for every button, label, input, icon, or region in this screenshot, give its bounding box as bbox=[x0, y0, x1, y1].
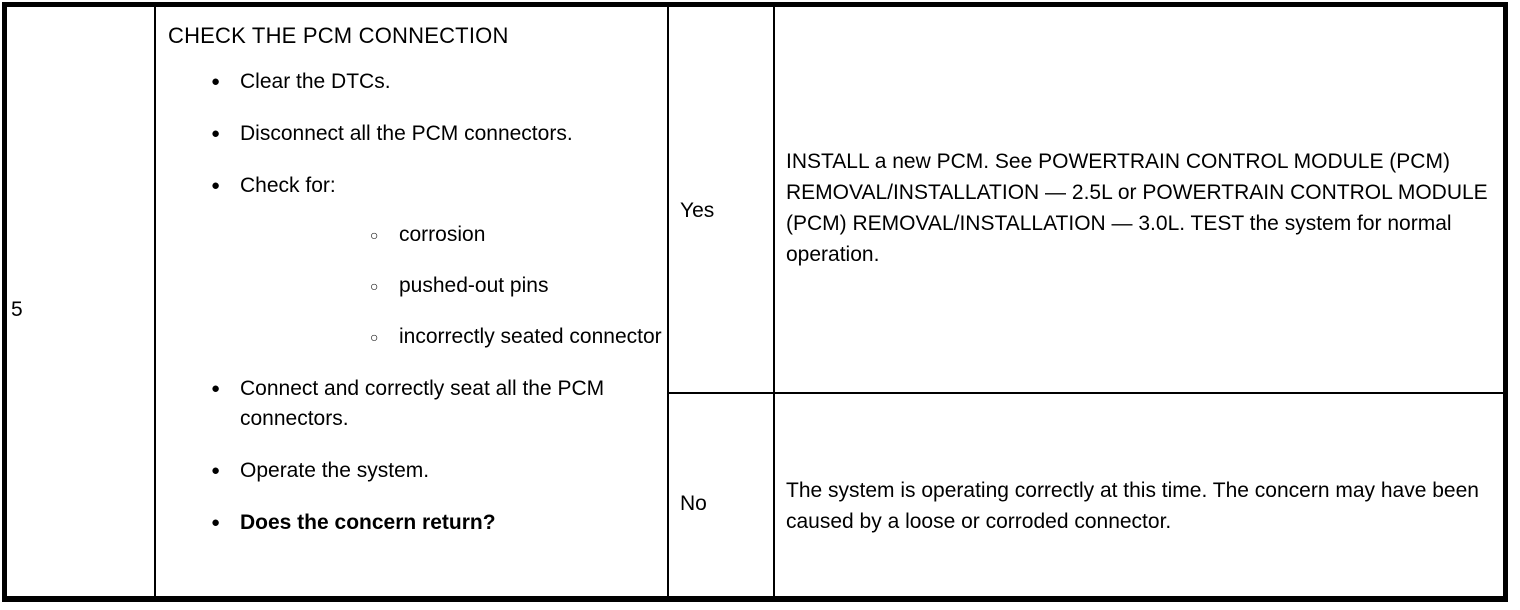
row-divider-yes-no bbox=[667, 392, 1508, 394]
answer-cell-no: No bbox=[669, 492, 773, 516]
procedure-step: ● Disconnect all the PCM connectors. bbox=[156, 119, 667, 149]
hollow-bullet-icon: ○ bbox=[370, 278, 379, 294]
check-for-item: ○ incorrectly seated connector bbox=[240, 323, 667, 351]
bullet-icon: ● bbox=[211, 380, 221, 397]
column-divider-answer bbox=[667, 7, 669, 596]
procedure-step-text: Operate the system. bbox=[240, 459, 430, 482]
procedure-step-text: Check for: bbox=[240, 174, 336, 197]
bullet-icon: ● bbox=[211, 177, 221, 194]
step-number-cell: 5 bbox=[7, 7, 154, 596]
bullet-icon: ● bbox=[211, 514, 221, 531]
check-for-item: ○ pushed-out pins bbox=[240, 272, 667, 300]
column-divider-result bbox=[773, 7, 775, 596]
check-for-item-text: incorrectly seated connector bbox=[399, 325, 662, 348]
procedure-step: ● Connect and correctly seat all the PCM… bbox=[156, 374, 667, 434]
procedure-step-text: Connect and correctly seat all the PCM c… bbox=[240, 377, 605, 430]
check-for-item: ○ corrosion bbox=[240, 221, 667, 249]
answer-label-no: No bbox=[680, 492, 707, 515]
bullet-icon: ● bbox=[211, 73, 221, 90]
procedure-step: ● Clear the DTCs. bbox=[156, 67, 667, 97]
procedure-question-text: Does the concern return? bbox=[240, 511, 496, 534]
result-text-yes: INSTALL a new PCM. See POWERTRAIN CONTRO… bbox=[786, 150, 1488, 266]
check-for-item-text: corrosion bbox=[399, 223, 486, 246]
hollow-bullet-icon: ○ bbox=[370, 227, 379, 243]
procedure-cell: CHECK THE PCM CONNECTION ● Clear the DTC… bbox=[156, 7, 667, 596]
procedure-step-text: Clear the DTCs. bbox=[240, 70, 391, 93]
procedure-step: ● Check for: ○ corrosion ○ pushed-out pi… bbox=[156, 171, 667, 351]
check-for-list: ○ corrosion ○ pushed-out pins ○ incorrec… bbox=[240, 221, 667, 351]
diagnostic-procedure-table: 5 CHECK THE PCM CONNECTION ● Clear the D… bbox=[2, 2, 1508, 602]
procedure-title: CHECK THE PCM CONNECTION bbox=[168, 23, 509, 48]
result-text-no: The system is operating correctly at thi… bbox=[786, 479, 1479, 533]
procedure-step-list: ● Clear the DTCs. ● Disconnect all the P… bbox=[156, 67, 667, 560]
bullet-icon: ● bbox=[211, 462, 221, 479]
answer-cell-yes: Yes bbox=[669, 199, 773, 223]
procedure-step-text: Disconnect all the PCM connectors. bbox=[240, 122, 573, 145]
column-divider-step bbox=[154, 7, 156, 596]
procedure-step: ● Operate the system. bbox=[156, 456, 667, 486]
check-for-item-text: pushed-out pins bbox=[399, 274, 549, 297]
step-number: 5 bbox=[11, 298, 23, 321]
answer-label-yes: Yes bbox=[680, 199, 715, 222]
hollow-bullet-icon: ○ bbox=[370, 329, 379, 345]
procedure-question: ● Does the concern return? bbox=[156, 508, 667, 538]
bullet-icon: ● bbox=[211, 125, 221, 142]
